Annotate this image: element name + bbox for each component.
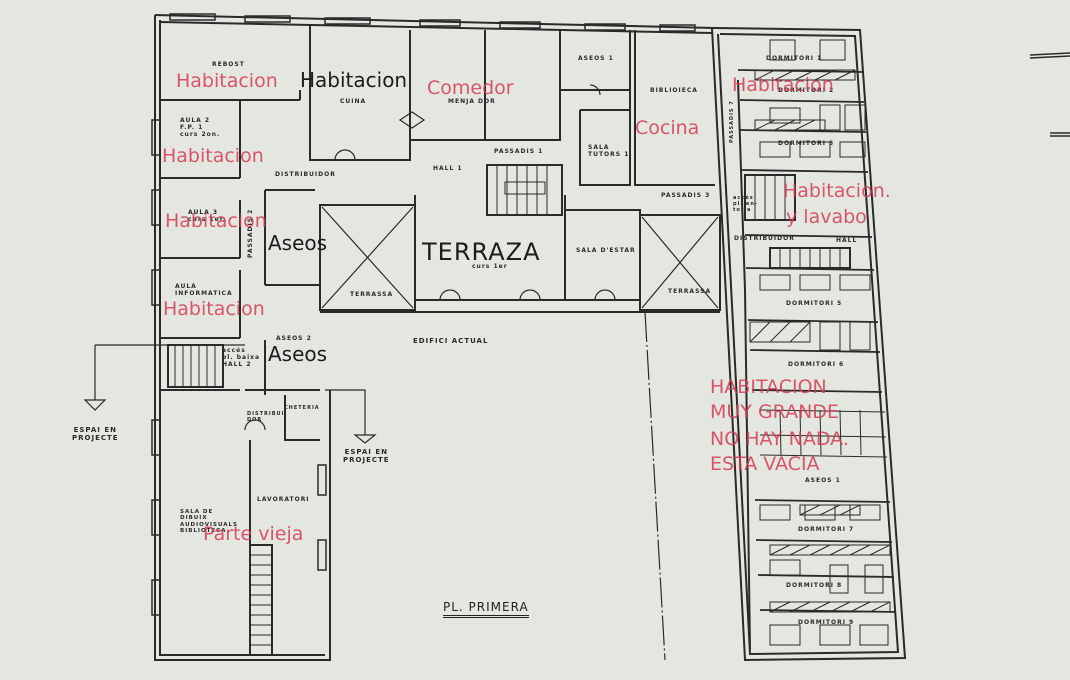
annotation-habitacion-lavabo-2: y lavabo <box>786 206 867 228</box>
room-label-dormitori7: DORMITORI 7 <box>798 526 855 533</box>
espai-projecte-left: ESPAI EN PROJECTE <box>72 426 119 443</box>
annotation-habitacion-informatica: Habitacion <box>163 298 265 320</box>
room-label-distribuidor-top: DISTRIBUIDOR <box>275 171 336 178</box>
annotation-habitacion-cuina: Habitacion <box>300 68 408 92</box>
room-label-biblioteca: BIBLIOIECA <box>650 87 698 94</box>
room-label-sala-dibuix: SALA DE DIBUIX AUDIOVISUALS BIBLIOTECA <box>180 509 238 534</box>
plan-title: PL. PRIMERA <box>443 600 529 618</box>
room-label-dormitori2: DORMITORI 2 <box>778 87 835 94</box>
room-label-rebost: REBOST <box>212 61 245 68</box>
room-label-dormitori3: DORMITORI 3 <box>778 140 835 147</box>
room-label-edifici-actual: EDIFICI ACTUAL <box>413 337 489 345</box>
room-label-passadis3: PASSADIS 3 <box>661 192 711 199</box>
annotation-aseos-upper: Aseos <box>268 231 328 255</box>
room-label-hall2: accés pl. baixa HALL 2 <box>222 347 261 368</box>
room-label-dormitori6: DORMITORI 6 <box>788 361 845 368</box>
room-label-aseos1-right: ASEOS 1 <box>805 477 841 484</box>
room-label-passadis7: PASSADIS 7 <box>729 100 735 143</box>
room-label-lavoratori: LAVORATORI <box>257 496 310 503</box>
room-label-aula2: AULA 2 F.P. 1 curs 2on. <box>180 117 221 138</box>
room-label-dormitori1: DORMITORI 1 <box>766 55 823 62</box>
room-label-terrassa-right: TERRASSA <box>668 288 712 295</box>
room-label-aseos1-top: ASEOS 1 <box>578 55 614 62</box>
room-label-dormitori8: DORMITORI 8 <box>786 582 843 589</box>
espai-projecte-right: ESPAI EN PROJECTE <box>343 448 390 465</box>
room-label-terrassa-left: TERRASSA <box>350 291 394 298</box>
annotation-cocina: Cocina <box>635 117 700 139</box>
annotation-big-room-4: ESTA VACIA <box>710 453 820 475</box>
annotation-habitacion-aula3: Habitacion <box>165 210 267 232</box>
annotation-big-room-2: MUY GRANDE <box>710 401 839 423</box>
room-label-cuina: CUINA <box>340 98 367 105</box>
annotation-terraza: TERRAZA <box>422 238 541 266</box>
room-label-aseos2: ASEOS 2 <box>276 335 312 342</box>
room-label-dormitori5: DORMITORI 5 <box>786 300 843 307</box>
annotation-habitacion-lavabo-1: Habitacion. <box>783 180 891 202</box>
annotation-habitacion-rebost: Habitacion <box>176 70 278 92</box>
annotation-habitacion-aula2: Habitacion <box>162 145 264 167</box>
room-label-sala-estar: SALA D'ESTAR <box>576 247 636 254</box>
room-label-hall1: HALL 1 <box>433 165 463 172</box>
room-label-aula-informatica: AULA INFORMATICA <box>175 283 233 297</box>
room-label-distribuidor-right: DISTRIBUIDOR <box>734 235 795 242</box>
annotation-aseos-lower: Aseos <box>268 342 328 366</box>
room-label-aula-terraza: curs 1er <box>472 263 508 270</box>
room-label-hall-right: HALL <box>836 237 858 244</box>
room-label-aula3: AULA 3 curs 1er. <box>188 209 227 223</box>
room-label-distribuidor-low: DISTRIBUI DOR <box>247 411 285 423</box>
room-label-passadis1: PASSADIS 1 <box>494 148 544 155</box>
annotation-big-room-1: HABITACION <box>710 376 827 398</box>
room-label-sala-tutors: SALA TUTORS 1 <box>588 144 630 158</box>
annotation-habitacion-dormitori2: Habitacion <box>732 74 834 96</box>
annotation-parte-vieja: Parte vieja <box>203 523 304 545</box>
room-label-cheteria: CHETERIA <box>284 405 320 411</box>
room-label-menjador: MENJA DOR <box>448 98 496 105</box>
annotation-big-room-3: NO HAY NADA. <box>710 428 849 450</box>
annotation-comedor: Comedor <box>427 77 514 99</box>
room-label-acces-right: accés pl. en- torla <box>733 195 758 213</box>
room-label-dormitori9: DORMITORI 9 <box>798 619 855 626</box>
